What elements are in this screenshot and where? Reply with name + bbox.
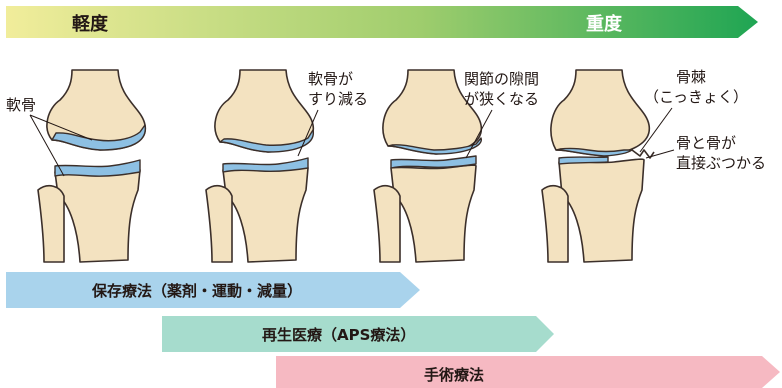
knee-stage-4 [542, 70, 654, 262]
cartilage-label: 軟骨 [6, 96, 36, 114]
tibia-cartilage [391, 156, 476, 168]
bone-contact-label-line2: 直接ぶつかる [676, 154, 766, 172]
bone-spur-label-line1: 骨棘 [676, 68, 706, 86]
tibia [391, 165, 476, 262]
tibia-cartilage [223, 158, 308, 172]
knee-stage-1 [38, 70, 145, 262]
tibia [223, 167, 308, 262]
severity-bar: 軽度 重度 [6, 6, 758, 38]
treatment-label-surgical: 手術療法 [424, 366, 484, 384]
treatment-label-regenerative: 再生医療（APS療法） [262, 326, 415, 344]
femur [551, 70, 649, 156]
bone-contact-label-line1: 骨と骨が [676, 134, 736, 152]
bone-spur-label-line2: （こっきょく） [644, 88, 748, 106]
tibia-cartilage [55, 160, 140, 176]
joint-narrowing-label-line2: が狭くなる [464, 90, 539, 108]
bone-contact-leader-line [646, 150, 674, 158]
tibia [55, 169, 140, 262]
severity-arrow [6, 6, 758, 38]
fibula [206, 186, 232, 262]
cartilage-wear-label-line2: すり減る [308, 90, 368, 108]
mild-label: 軽度 [72, 13, 109, 35]
tibia [559, 159, 644, 262]
fibula [542, 186, 568, 262]
cartilage-wear-label-line1: 軟骨が [308, 70, 353, 88]
joint-narrowing-label-line1: 関節の隙間 [464, 70, 539, 88]
fibula [374, 186, 400, 262]
treatment-arrows: 保存療法（薬剤・運動・減量） 再生医療（APS療法） 手術療法 [6, 272, 780, 388]
fibula [38, 186, 64, 262]
severe-label: 重度 [586, 13, 623, 35]
knee-stage-2 [206, 70, 313, 262]
treatment-arrow-surgical [276, 356, 780, 388]
treatment-label-conservative: 保存療法（薬剤・運動・減量） [91, 282, 302, 300]
tibia-cartilage [559, 157, 608, 164]
